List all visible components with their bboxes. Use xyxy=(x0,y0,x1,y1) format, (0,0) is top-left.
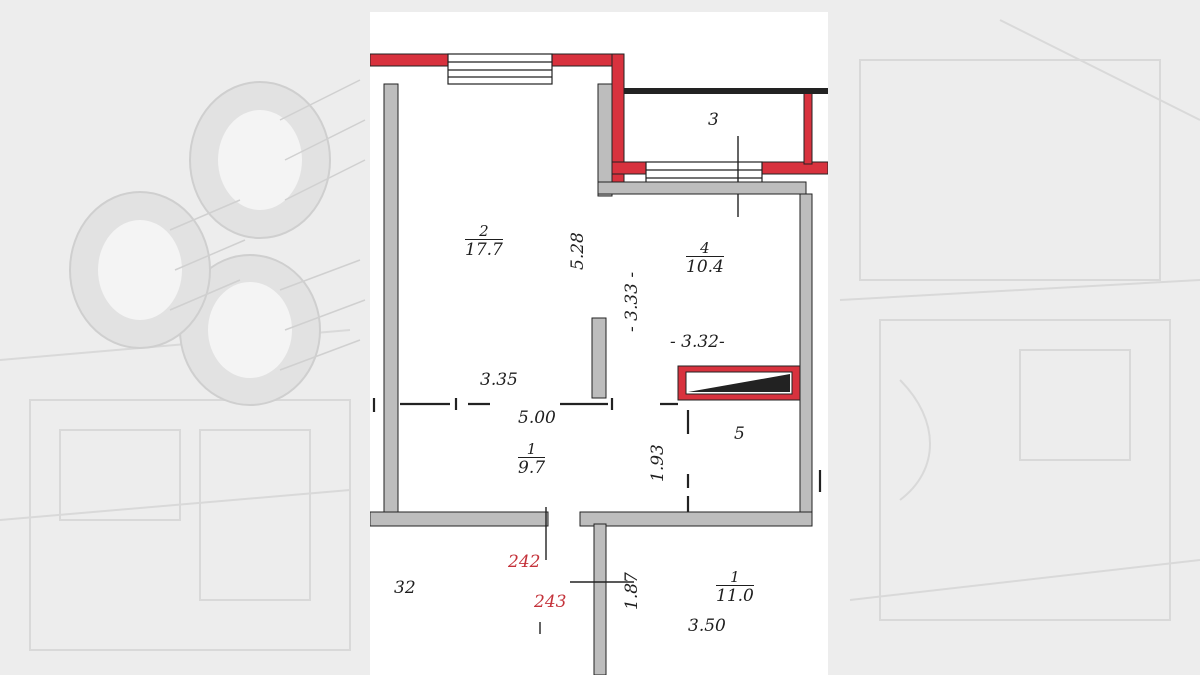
apartment-number-242: 242 xyxy=(508,552,541,572)
window-top xyxy=(447,53,553,85)
window-balcony xyxy=(645,136,763,217)
room-number-5: 5 xyxy=(734,424,745,444)
room-label-2: 2 17.7 xyxy=(465,224,503,259)
room-number: 1 xyxy=(716,570,754,586)
room-number-3: 3 xyxy=(708,110,719,130)
dimension-3-32: - 3.32- xyxy=(670,332,725,352)
room-number: 2 xyxy=(465,224,503,240)
room-label-1-neighbor: 1 11.0 xyxy=(716,570,754,605)
exterior-walls xyxy=(370,53,828,193)
dimension-5-28: 5.28 xyxy=(568,232,588,270)
room-number: 4 xyxy=(686,241,724,257)
interior-walls xyxy=(370,83,813,675)
dimension-1-93: 1.93 xyxy=(648,444,668,482)
floor-plan: 2 17.7 4 10.4 1 9.7 1 11.0 3 5 32 5.28 -… xyxy=(370,12,828,675)
room-label-4: 4 10.4 xyxy=(686,241,724,276)
room-number: 1 xyxy=(518,442,546,458)
door-openings xyxy=(372,398,822,512)
apartment-number-243: 243 xyxy=(534,592,567,612)
partition-pillar xyxy=(591,317,607,399)
dimension-1-87: 1.87 xyxy=(622,572,642,610)
room-label-1: 1 9.7 xyxy=(518,442,546,478)
room-number-32: 32 xyxy=(394,578,416,598)
dimension-5-00: 5.00 xyxy=(518,408,556,428)
room-area: 9.7 xyxy=(518,458,546,478)
room-area: 10.4 xyxy=(686,257,724,277)
plan-drawing xyxy=(370,53,828,675)
dimension-3-35: 3.35 xyxy=(480,370,518,390)
dimension-ticks xyxy=(539,507,634,634)
room-area: 11.0 xyxy=(716,586,754,606)
dimension-3-50: 3.50 xyxy=(688,616,726,636)
room-area: 17.7 xyxy=(465,240,503,260)
balcony-rail xyxy=(624,88,828,94)
ventilation-shaft xyxy=(677,365,801,401)
dimension-3-33: - 3.33 - xyxy=(622,271,642,332)
